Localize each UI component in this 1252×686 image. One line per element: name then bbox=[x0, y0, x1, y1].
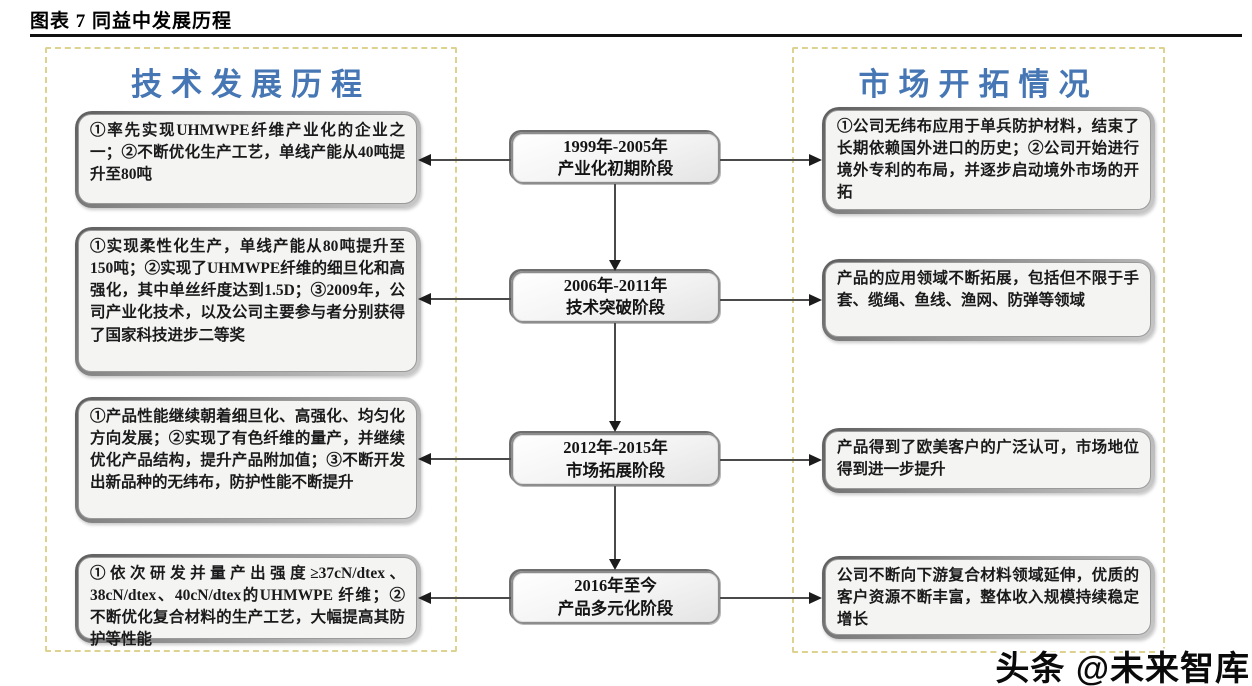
arrow-down-2-icon bbox=[609, 421, 621, 432]
tech-box-1: ①率先实现UHMWPE纤维产业化的企业之一；②不断优化生产工艺，单线产能从40吨… bbox=[75, 111, 421, 208]
market-box-2-text: 产品的应用领域不断拓展，包括但不限于手套、缆绳、鱼线、渔网、防弹等领域 bbox=[825, 262, 1151, 337]
market-box-2: 产品的应用领域不断拓展，包括但不限于手套、缆绳、鱼线、渔网、防弹等领域 bbox=[822, 259, 1155, 341]
arrow-right-4-icon bbox=[809, 592, 822, 604]
stage-box-1-name: 产业化初期阶段 bbox=[557, 159, 674, 178]
stage-box-4-period: 2016年至今 bbox=[574, 576, 657, 596]
market-box-4: 公司不断向下游复合材料领域延伸，优质的客户资源不断丰富，整体收入规模持续稳定增长 bbox=[822, 556, 1155, 639]
arrow-down-1-icon bbox=[609, 260, 621, 271]
tech-panel-header: 技术发展历程 bbox=[131, 67, 371, 102]
market-panel: 市场开拓情况 bbox=[792, 47, 1165, 653]
arrow-right-3-icon bbox=[809, 454, 822, 466]
tech-box-3-text: ①产品性能继续朝着细旦化、高强化、均匀化方向发展；②实现了有色纤维的量产，并继续… bbox=[78, 400, 417, 519]
watermark: 头条 @未来智库 bbox=[995, 650, 1250, 686]
arrow-down-3-icon bbox=[609, 559, 621, 570]
arrow-right-1-line bbox=[720, 159, 809, 161]
arrow-right-2-line bbox=[720, 299, 809, 301]
stage-box-1: 1999年-2005年 产业化初期阶段 bbox=[511, 132, 720, 184]
arrow-left-2-icon bbox=[418, 293, 431, 305]
market-box-3: 产品得到了欧美客户的广泛认可，市场地位得到进一步提升 bbox=[822, 428, 1155, 493]
arrow-right-4-line bbox=[720, 597, 809, 599]
market-box-4-text: 公司不断向下游复合材料领域延伸，优质的客户资源不断丰富，整体收入规模持续稳定增长 bbox=[825, 559, 1151, 635]
market-box-1: ①公司无纬布应用于单兵防护材料，结束了长期依赖国外进口的历史；②公司开始进行境外… bbox=[822, 107, 1155, 214]
arrow-right-3-line bbox=[720, 459, 809, 461]
stage-box-4: 2016年至今 产品多元化阶段 bbox=[511, 571, 720, 624]
arrow-left-1-icon bbox=[418, 154, 431, 166]
figure-title: 图表 7 同益中发展历程 bbox=[30, 11, 233, 32]
stage-box-1-period: 1999年-2005年 bbox=[563, 136, 668, 156]
tech-box-1-text: ①率先实现UHMWPE纤维产业化的企业之一；②不断优化生产工艺，单线产能从40吨… bbox=[78, 114, 417, 204]
market-box-1-text: ①公司无纬布应用于单兵防护材料，结束了长期依赖国外进口的历史；②公司开始进行境外… bbox=[825, 110, 1151, 210]
stage-box-3-name: 市场拓展阶段 bbox=[566, 460, 665, 480]
tech-box-2: ①实现柔性化生产，单线产能从80吨提升至150吨；②实现了UHMWPE纤维的细旦… bbox=[75, 227, 421, 376]
stage-box-3: 2012年-2015年 市场拓展阶段 bbox=[511, 433, 720, 486]
title-rule bbox=[30, 34, 1242, 37]
arrow-left-4-icon bbox=[418, 592, 431, 604]
arrow-right-2-icon bbox=[809, 294, 822, 306]
arrow-down-3-line bbox=[614, 486, 616, 560]
tech-box-4-text: ①依次研发并量产出强度≥37cN/dtex、38cN/dtex、40cN/dte… bbox=[78, 557, 417, 648]
arrow-down-1-line bbox=[614, 184, 616, 261]
stage-box-2-name: 技术突破阶段 bbox=[566, 298, 665, 317]
tech-box-2-text: ①实现柔性化生产，单线产能从80吨提升至150吨；②实现了UHMWPE纤维的细旦… bbox=[78, 230, 417, 372]
stage-box-4-name: 产品多元化阶段 bbox=[557, 598, 674, 618]
tech-box-3: ①产品性能继续朝着细旦化、高强化、均匀化方向发展；②实现了有色纤维的量产，并继续… bbox=[75, 397, 421, 523]
arrow-left-3-line bbox=[430, 458, 511, 460]
arrow-left-4-line bbox=[430, 597, 511, 599]
stage-box-2-period: 2006年-2011年 bbox=[563, 275, 668, 295]
market-box-3-text: 产品得到了欧美客户的广泛认可，市场地位得到进一步提升 bbox=[825, 431, 1151, 489]
stage-box-3-period: 2012年-2015年 bbox=[563, 438, 668, 458]
arrow-left-1-line bbox=[430, 159, 511, 161]
arrow-left-3-icon bbox=[418, 453, 431, 465]
arrow-right-1-icon bbox=[809, 154, 822, 166]
arrow-left-2-line bbox=[430, 298, 511, 300]
tech-panel: 技术发展历程 bbox=[45, 47, 457, 652]
arrow-down-2-line bbox=[614, 323, 616, 422]
market-panel-header: 市场开拓情况 bbox=[858, 67, 1099, 102]
stage-box-2: 2006年-2011年 技术突破阶段 bbox=[511, 271, 720, 323]
tech-box-4: ①依次研发并量产出强度≥37cN/dtex、38cN/dtex、40cN/dte… bbox=[75, 554, 421, 648]
